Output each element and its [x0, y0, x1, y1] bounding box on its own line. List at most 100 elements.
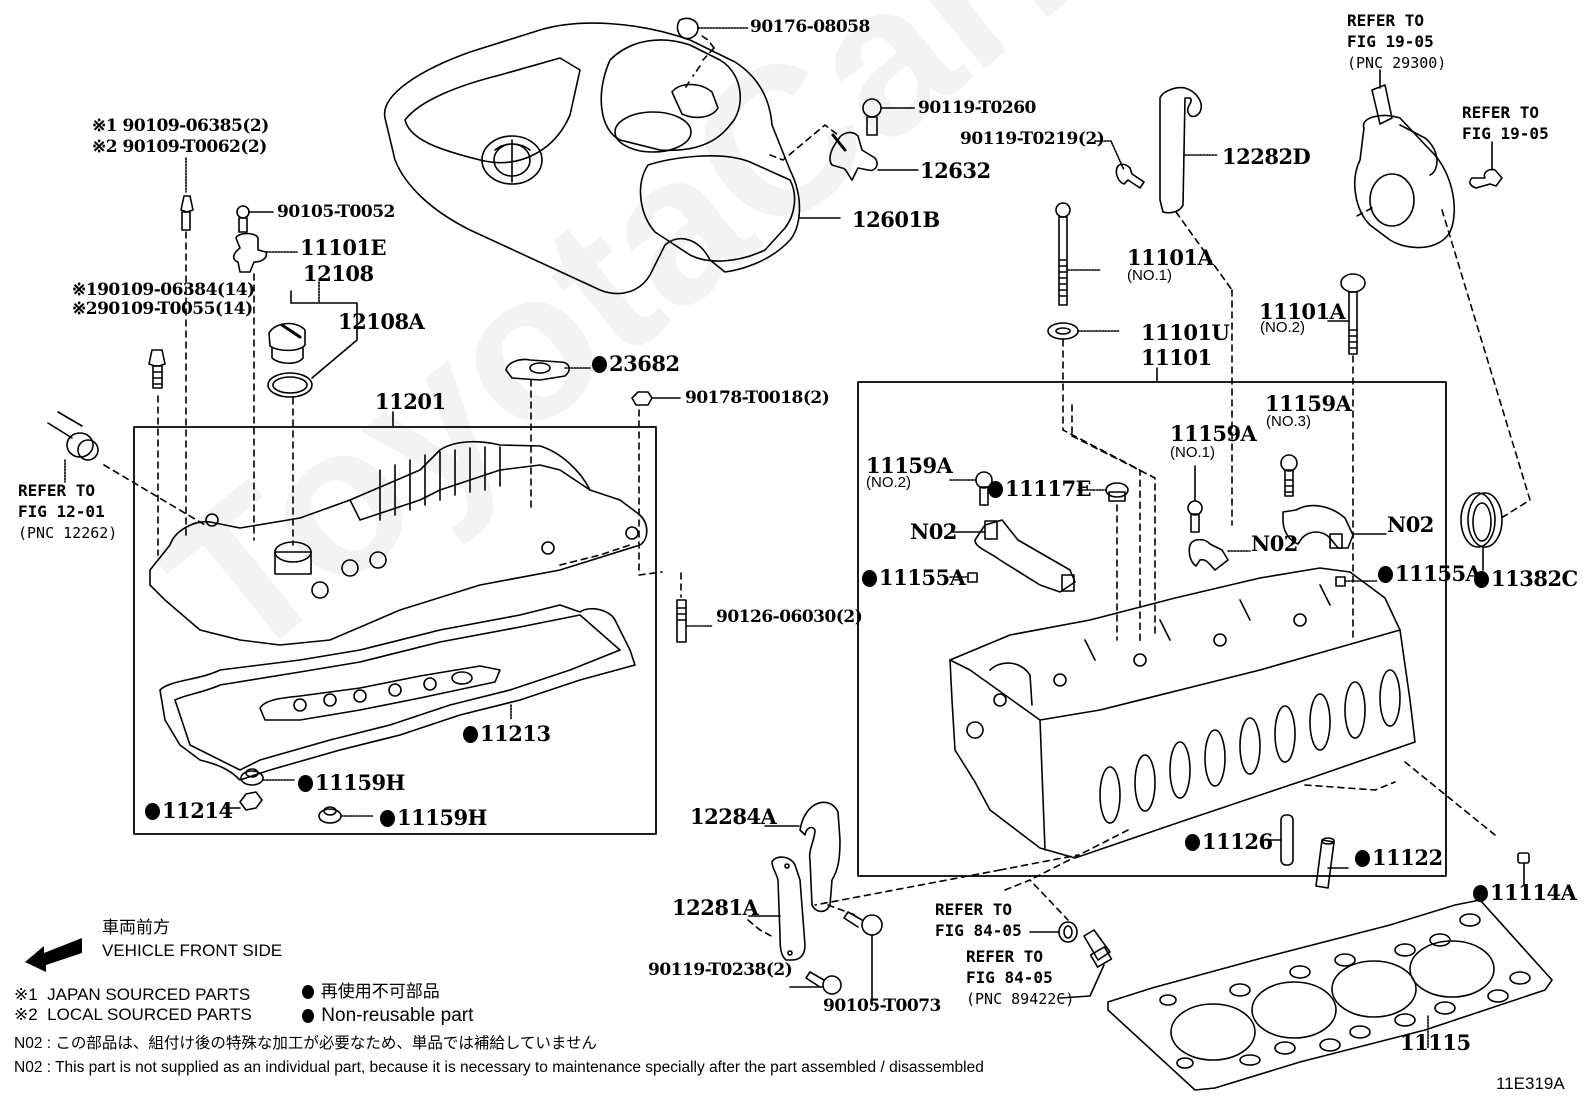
part-label-12108a[interactable]: 12108A [338, 309, 425, 334]
legend-nonreusable-jp: 再使用不可部品 [302, 983, 440, 1000]
part-label-11159h-b[interactable]: 11159H [380, 807, 487, 828]
part-number: 90109-T0055(14) [97, 299, 253, 319]
gasket-12108a [268, 373, 312, 545]
valve-guide-11126 [1265, 815, 1293, 865]
part-label-11122[interactable]: 11122 [1355, 847, 1443, 868]
head-cover-11201 [150, 442, 647, 645]
part-label-11159h-a[interactable]: 11159H [298, 772, 405, 793]
stud-90126-06030 [677, 573, 712, 642]
part-label-11213[interactable]: 11213 [463, 723, 551, 744]
part-sub-no1: (NO.1) [1127, 267, 1172, 284]
part-label-90126-06030[interactable]: 90126-06030(2) [716, 607, 863, 627]
part-label-90109-t0055[interactable]: ※290109-T0055(14) [72, 301, 253, 318]
part-number: 11382C [1491, 566, 1578, 591]
part-label-90119-t0238[interactable]: 90119-T0238(2) [648, 960, 793, 980]
part-label-12108[interactable]: 12108 [303, 261, 374, 286]
part-label-11101a-no2[interactable]: 11101A [1259, 299, 1346, 324]
part-number: 11155A [879, 565, 966, 590]
bracket-12632 [830, 133, 918, 180]
head-bolt-11101a-no1 [1056, 203, 1100, 305]
part-label-90109-t0062[interactable]: ※2 90109-T0062(2) [92, 139, 267, 156]
cam-cap-n02-left [952, 520, 1075, 592]
cam-cap-n02-right [1283, 506, 1386, 548]
part-label-90109-06384[interactable]: ※190109-06384(14) [72, 282, 255, 299]
part-label-90178-t0018[interactable]: 90178-T0018(2) [685, 388, 830, 408]
part-label-12284a[interactable]: 12284A [690, 804, 777, 829]
plug-11114a [1518, 853, 1529, 885]
part-label-90119-t0260[interactable]: 90119-T0260 [918, 98, 1036, 118]
dowel-11155a-left [950, 573, 977, 582]
seal-washer-11159h-b [319, 807, 374, 823]
group-label-11201[interactable]: 11201 [375, 389, 446, 414]
non-reusable-dot-icon [380, 810, 395, 827]
part-label-11115[interactable]: 11115 [1400, 1030, 1471, 1055]
reference-fig-19-05[interactable]: REFER TO FIG 19-05 [1462, 102, 1549, 144]
legend-local-sourced: ※2 LOCAL SOURCED PARTS [14, 1006, 252, 1023]
ref-line2: FIG 19-05 [1347, 32, 1434, 51]
cam-cap-n02-center [1189, 540, 1250, 570]
reference-fig-84-05-b[interactable]: REFER TO FIG 84-05 (PNC 89422C) [966, 946, 1074, 1010]
engine-cover-12601b [385, 23, 800, 293]
part-label-11126[interactable]: 11126 [1185, 831, 1273, 852]
bolt-90109-06385 [181, 158, 193, 540]
part-label-11114a[interactable]: 11114A [1473, 880, 1577, 905]
part-label-11101[interactable]: 11101 [1141, 345, 1212, 370]
part-label-11117e[interactable]: 11117E [988, 478, 1092, 499]
non-reusable-dot-icon [1378, 566, 1393, 583]
part-label-12601b[interactable]: 12601B [852, 207, 940, 232]
part-label-11101e[interactable]: 11101E [300, 235, 387, 260]
mark-2: ※2 [72, 299, 98, 319]
sensor-11101e [234, 234, 297, 541]
legend-japan-sourced: ※1 JAPAN SOURCED PARTS [14, 986, 250, 1003]
part-label-90105-t0052[interactable]: 90105-T0052 [277, 202, 395, 222]
breather-hose-ref-12-01 [48, 412, 205, 525]
part-label-90176-08058[interactable]: 90176-08058 [750, 17, 870, 37]
valve-guide-11122 [1316, 838, 1348, 888]
cylinder-head-group-box [858, 382, 1446, 876]
mark-2: ※2 [14, 1005, 38, 1024]
part-number: 11126 [1202, 829, 1273, 854]
part-label-90119-t0219[interactable]: 90119-T0219(2) [960, 129, 1105, 149]
note-n02-jp: N02 : この部品は、組付け後の特殊な加工が必要なため、単品では補給していませ… [14, 1035, 597, 1052]
vehicle-front-label-jp: 車両前方 [102, 918, 170, 937]
ref-line1: REFER TO [1462, 103, 1540, 122]
part-label-11159a-no3[interactable]: 11159A [1265, 391, 1352, 416]
ref-line2: FIG 84-05 [966, 968, 1053, 987]
bolt-90109-06384 [149, 350, 165, 555]
part-label-12282d[interactable]: 12282D [1222, 144, 1311, 169]
part-label-11214[interactable]: 11214 [145, 800, 233, 821]
reference-fig-84-05-a[interactable]: REFER TO FIG 84-05 [935, 899, 1022, 941]
reference-fig-19-05-pnc-29300[interactable]: REFER TO FIG 19-05 (PNC 29300) [1347, 10, 1446, 74]
washer-11101u [1048, 323, 1120, 339]
bolt-11159a-no2 [950, 472, 992, 505]
part-label-11159a-no1[interactable]: 11159A [1170, 421, 1257, 446]
ref-line2: FIG 84-05 [935, 921, 1022, 940]
non-reusable-dot-icon [145, 803, 160, 820]
part-number: 11114A [1490, 880, 1577, 905]
ref-pnc: (PNC 12262) [18, 524, 118, 542]
part-label-n02-right[interactable]: N02 [1387, 512, 1434, 537]
part-label-11155a-left[interactable]: 11155A [862, 565, 966, 590]
part-label-11101a-no1[interactable]: 11101A [1127, 245, 1214, 270]
plate-11214 [224, 792, 262, 810]
part-label-11382c[interactable]: 11382C [1474, 568, 1578, 589]
part-label-12281a[interactable]: 12281A [672, 895, 759, 920]
part-label-n02-center[interactable]: N02 [1251, 531, 1298, 556]
part-label-90105-t0073[interactable]: 90105-T0073 [823, 996, 941, 1016]
legend-label: 再使用不可部品 [320, 982, 440, 1001]
non-reusable-dot-icon [298, 775, 313, 792]
bolt-11159a-no3 [1281, 455, 1297, 496]
non-reusable-dot-icon [988, 481, 1003, 498]
reference-fig-12-01[interactable]: REFER TO FIG 12-01 (PNC 12262) [18, 480, 117, 544]
non-reusable-dot-icon [1355, 850, 1370, 867]
part-label-12632[interactable]: 12632 [920, 158, 991, 183]
part-label-90109-06385[interactable]: ※1 90109-06385(2) [92, 118, 269, 135]
part-label-11101u[interactable]: 11101U [1141, 320, 1230, 345]
part-label-23682[interactable]: 23682 [592, 353, 680, 374]
part-sub-no1: (NO.1) [1170, 444, 1215, 461]
part-sub-no2: (NO.2) [866, 474, 911, 491]
part-label-n02-left[interactable]: N02 [910, 519, 957, 544]
part-label-11159a-no2[interactable]: 11159A [866, 453, 953, 478]
part-label-11155a-right[interactable]: 11155A [1378, 563, 1482, 584]
